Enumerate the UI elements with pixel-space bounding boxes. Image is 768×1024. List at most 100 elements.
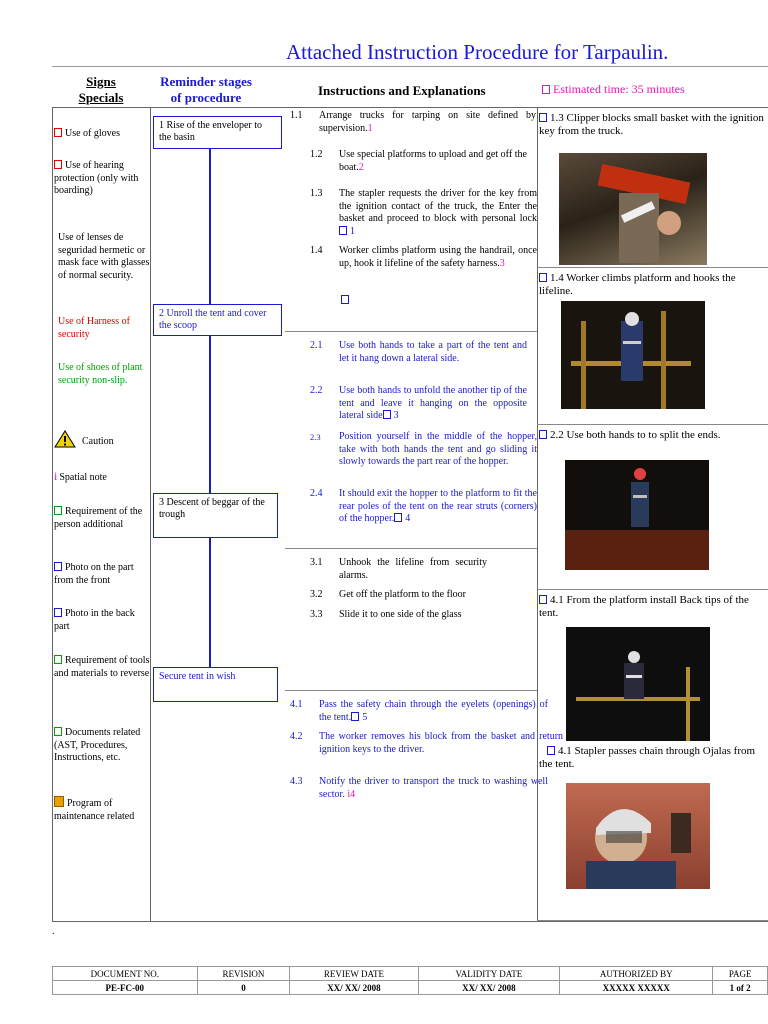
blue-square-icon (351, 711, 360, 721)
red-square-icon (54, 160, 62, 169)
photo-marker-2 (341, 290, 352, 308)
footer-header-validity-date: VALIDITY DATE (417, 966, 561, 981)
signs-header-line1: Signs (86, 74, 116, 89)
instruction-3-1: 3.1 Unhook the lifeline from security al… (310, 557, 487, 581)
blue-square-icon (539, 113, 547, 122)
photo-caption-4: 4.1 From the platform install Back tips … (539, 594, 749, 619)
instruction-4-2: 4.2 The worker removes his block from th… (290, 731, 604, 755)
instruction-2-3: 2.3 Position yourself in the middle of t… (310, 431, 537, 467)
blue-square-icon (547, 746, 555, 755)
info-icon: i (54, 469, 58, 483)
instruction-3-3: 3.3 Slide it to one side of the glass (310, 609, 462, 620)
stages-header-line1: Reminder stages (160, 74, 252, 89)
footer-header-authorized-by: AUTHORIZED BY (559, 966, 714, 981)
photo-caption-3: 2.2 Use both hands to to split the ends. (539, 429, 724, 442)
document-title: Attached Instruction Procedure for Tarpa… (286, 40, 669, 64)
instruction-2-4: 2.4 It should exit the hopper to the pla… (310, 488, 537, 524)
photo-install-graphic (576, 651, 700, 741)
section-divider-2 (285, 548, 537, 549)
stage-box-3: 3 Descent of beggar of the trough (153, 493, 278, 538)
warning-triangle-icon (54, 430, 76, 448)
signs-header: Signs Specials (52, 74, 150, 106)
blue-square-icon (539, 430, 547, 439)
photo-divider-2 (537, 424, 768, 425)
footer-page: 1 of 2 (712, 980, 768, 995)
instruction-3-2: 3.2 Get off the platform to the floor (310, 589, 467, 600)
sign-lenses: Use of lenses de seguridad hermetic or m… (58, 232, 150, 281)
column-divider-signs (150, 107, 151, 922)
instruction-2-1: 2.1 Use both hands to take a part of the… (310, 340, 527, 364)
stages-header-line2: of procedure (170, 90, 242, 105)
photo-caption-1: 1.3 Clipper blocks small basket with the… (539, 112, 764, 137)
sign-photo-front: Photo on the part from the front (54, 562, 134, 586)
section-divider-3 (285, 690, 537, 691)
signs-header-line2: Specials (78, 90, 124, 105)
footer-header-review-date: REVIEW DATE (289, 966, 419, 981)
section-divider-1 (285, 331, 537, 332)
footer-header-document-no: DOCUMENT NO. (52, 966, 198, 981)
blue-square-icon (394, 513, 403, 522)
footer-value-row: PE-FC-00 0 XX/ XX/ 2008 XX/ XX/ 2008 XXX… (52, 980, 768, 995)
footer-review-date: XX/ XX/ 2008 (289, 980, 419, 995)
estimated-time: Estimated time: 35 minutes (542, 82, 685, 97)
blue-square-icon (54, 562, 62, 571)
blue-square-icon (341, 295, 349, 304)
sign-gloves: Use of gloves (54, 128, 150, 141)
footer-validity-date: XX/ XX/ 2008 (417, 980, 561, 995)
stray-dot: . (52, 926, 55, 937)
blue-square-icon (54, 608, 62, 617)
sign-shoes: Use of shoes of plant security non-slip. (58, 362, 143, 386)
footer-revision: 0 (196, 980, 291, 995)
sign-photo-back: Photo in the back part (54, 608, 135, 632)
sign-additional-person: Requirement of the person additional (54, 506, 143, 530)
column-divider-photos (537, 107, 538, 922)
photo-divider-1 (537, 267, 768, 268)
stages-header: Reminder stages of procedure (148, 74, 264, 106)
sign-tools: Requirement of tools and materials to re… (54, 655, 150, 679)
content-frame (52, 107, 768, 922)
instruction-1-3: 1.3 The stapler requests the driver for … (310, 188, 537, 237)
footer-header-row: DOCUMENT NO. REVISION REVIEW DATE VALIDI… (52, 966, 768, 981)
photo-divider-4 (537, 920, 768, 921)
sign-harness: Use of Harness of security (58, 316, 130, 340)
stage-box-2: 2 Unroll the tent and cover the scoop (153, 304, 282, 336)
green-square-icon (54, 727, 62, 736)
blue-square-icon (339, 225, 347, 235)
sign-maintenance: Program of maintenance related (54, 796, 135, 822)
footer-document-no: PE-FC-00 (52, 980, 198, 995)
document-footer-table: DOCUMENT NO. REVISION REVIEW DATE VALIDI… (52, 966, 768, 995)
photo-worker-graphic (571, 311, 691, 409)
photo-split-graphic (565, 468, 709, 570)
blue-square-icon (382, 410, 391, 419)
sign-caution: Caution (54, 430, 150, 449)
instruction-2-2: 2.2 Use both hands to unfold the another… (310, 385, 527, 421)
footer-authorized-by: XXXXX XXXXX (559, 980, 714, 995)
instruction-1-1: 1.1 Arrange trucks for tarping on site d… (290, 110, 536, 134)
sign-hearing: Use of hearing protection (only with boa… (54, 160, 139, 196)
title-divider (52, 66, 768, 67)
photo-divider-3 (537, 589, 768, 590)
clock-icon (542, 85, 550, 94)
photo-clipper-graphic (597, 163, 691, 263)
green-square-icon (54, 506, 62, 515)
blue-square-icon (539, 595, 547, 604)
photo-split-ends (565, 460, 709, 570)
stage-connector (209, 149, 211, 689)
footer-header-revision: REVISION (196, 966, 291, 981)
instruction-4-1: 4.1 Pass the safety chain through the ey… (290, 699, 548, 723)
green-square-icon (54, 655, 62, 664)
photo-worker-climbs (561, 301, 705, 409)
instructions-header: Instructions and Explanations (318, 83, 486, 98)
photo-stapler-graphic (586, 809, 691, 889)
instruction-1-2: 1.2 Use special platforms to upload and … (310, 149, 527, 173)
photo-install-tips (566, 627, 710, 741)
estimated-time-text: Estimated time: 35 minutes (553, 82, 685, 96)
stage-box-4: Secure tent in wish (153, 667, 278, 702)
photo-caption-5: 4.1 Stapler passes chain through Ojalas … (539, 745, 756, 770)
stage-box-1: 1 Rise of the enveloper to the basin (153, 116, 282, 149)
red-square-icon (54, 128, 62, 137)
footer-header-page: PAGE (712, 966, 768, 981)
photo-caption-2: 1.4 Worker climbs platform and hooks the… (539, 272, 736, 297)
sign-documents: Documents related (AST, Procedures, Inst… (54, 727, 141, 763)
